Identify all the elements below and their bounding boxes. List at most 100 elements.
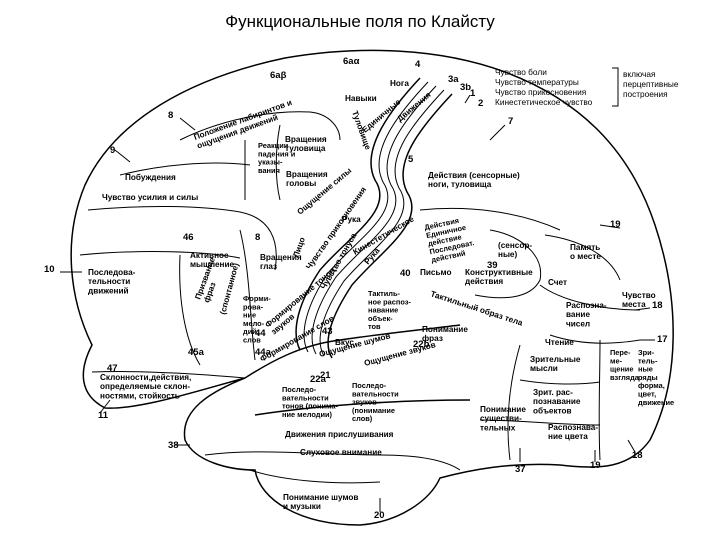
region-label-line: Распознава-: [548, 423, 598, 432]
area-number-11: 11: [98, 410, 109, 421]
region-label-line: головы: [286, 179, 316, 188]
area-number-6ab: 6аβ: [270, 70, 287, 81]
region-label-pismo: Письмо: [420, 268, 451, 277]
region-label-line: Распозна-: [566, 301, 607, 310]
region-label-line: тельных: [480, 423, 516, 432]
area-number-5: 5: [408, 154, 414, 165]
region-label-ponimanie-sushchestvitelnykh: Пониманиесуществи-тельных: [480, 405, 526, 432]
occipital-border-e: [508, 345, 520, 460]
region-label-line: Понимание: [422, 325, 468, 334]
temporal-lower-border: [250, 470, 380, 483]
region-label-sensornye: (сенсор-ные): [498, 241, 532, 259]
legend-item: Чувство боли: [495, 67, 547, 77]
region-label-kinesteticheskoe: Кинестетическое: [352, 214, 416, 256]
region-label-line: познавание: [533, 397, 581, 406]
legend-item: Чувство прикосновения: [495, 87, 586, 97]
region-label-posledovatelnosti: Последова-тельностидвижений: [88, 268, 136, 295]
region-label-zritelnye-mysli: Зрительныемысли: [530, 355, 581, 373]
area-number-19-top: 19: [610, 219, 621, 230]
region-label-line: действия: [465, 277, 503, 286]
region-label-noga: Нога: [390, 79, 409, 88]
region-label-line: Чувство: [622, 291, 656, 300]
region-label-line: вания: [258, 166, 280, 175]
region-label-line: ные): [498, 250, 517, 259]
region-label-line: Чувство усилия и силы: [102, 193, 198, 202]
region-label-zritelnye-ryady: Зри-тель-ныерядыформа,цвет,движение: [638, 348, 674, 407]
area-number-20: 20: [374, 510, 385, 521]
region-label-line: ние цвета: [548, 432, 588, 441]
region-label-schet: Счет: [548, 278, 567, 287]
region-label-pomoshch-spontannaya: (спонтанное): [218, 262, 240, 316]
region-label-peremeshchenie-vzglyada: Пере-ме-щениевзгляда: [610, 348, 640, 382]
region-label-line: Зрит. рас-: [533, 388, 573, 397]
region-label-line: чисел: [566, 319, 590, 328]
region-label-line: Движения прислушивания: [285, 430, 394, 439]
area-number-8-mid: 8: [255, 232, 260, 243]
region-label-line: Слуховое внимание: [300, 448, 382, 457]
region-label-line: Конструктивные: [465, 268, 533, 277]
region-label-line: Понимание: [480, 405, 526, 414]
region-label-line: движений: [88, 286, 129, 295]
region-label-line: (сенсор-: [498, 241, 532, 250]
region-label-line: (спонтанное): [218, 262, 240, 316]
region-label-line: Последова-: [88, 268, 136, 277]
region-label-line: туловища: [285, 144, 326, 153]
region-label-deystviya-sensornye: Действия (сенсорные)ноги, туловища: [428, 171, 520, 189]
legend-note-line: перцептивные: [623, 79, 679, 89]
region-label-sklonnosti: Склонности,действия,определяемые склон-н…: [100, 373, 191, 400]
area-number-9: 9: [110, 145, 115, 156]
region-label-line: Понимание шумов: [283, 493, 358, 502]
region-label-line: Действия (сенсорные): [428, 171, 520, 180]
region-label-raspoznavanie-tsveta: Распознава-ние цвета: [548, 423, 598, 441]
region-label-line: Зрительные: [530, 355, 581, 364]
region-label-deystviya-edinichnoe: ДействияЕдиничноедействиеПоследоват.дейс…: [424, 214, 477, 265]
region-label-line: тов: [368, 322, 381, 331]
area-number-17: 17: [657, 334, 668, 345]
occipital-border-c: [520, 380, 600, 384]
region-label-line: Вращения: [286, 170, 328, 179]
legend-bracket: [612, 68, 618, 106]
region-label-dvizheniya-prislushivaniya: Движения прислушивания: [285, 430, 394, 439]
area-number-7: 7: [508, 116, 513, 127]
area-number-10: 10: [44, 264, 55, 275]
region-label-line: Нога: [390, 79, 409, 88]
legend-note-line: включая: [623, 69, 655, 79]
region-label-line: тельности: [88, 277, 130, 286]
region-label-line: места: [622, 300, 646, 309]
area-number-1: 1: [470, 88, 476, 99]
area-number-38: 38: [168, 440, 179, 451]
legend-item: Чувство температуры: [495, 77, 579, 87]
legend-note-line: построения: [623, 89, 668, 99]
region-label-line: слов): [352, 414, 373, 423]
region-label-vrashcheniya-glaz: Вращенияглаз: [260, 253, 302, 271]
region-label-line: ностями, стойкость: [100, 391, 180, 400]
region-label-taktilnoe-raspoznavanie: Тактиль-ное распоз-наваниеобъек-тов: [368, 289, 411, 331]
region-label-chuvstvo-usiliya: Чувство усилия и силы: [102, 193, 198, 202]
region-label-line: глаз: [260, 262, 277, 271]
region-label-line: взгляда: [610, 373, 640, 382]
region-label-line: слов: [243, 336, 261, 345]
region-label-line: существи-: [480, 414, 522, 423]
area-number-6a-alpha: 6аα: [343, 56, 360, 67]
region-label-line: о месте: [570, 252, 601, 261]
region-label-line: определяемые склон-: [100, 382, 190, 391]
area-number-46: 46: [183, 232, 194, 243]
area-number-3a: 3а: [448, 74, 459, 85]
occipital-border-b: [599, 340, 600, 460]
region-label-line: Письмо: [420, 268, 451, 277]
region-label-line: Кинестетическое: [352, 214, 416, 256]
region-label-chtenie: Чтение: [545, 338, 574, 347]
area-number-45a: 45а: [188, 347, 205, 358]
region-label-slukhovoe-vnimanie: Слуховое внимание: [300, 448, 382, 457]
area-number-8-top: 8: [168, 110, 173, 121]
area-number-18-bottom: 18: [632, 450, 643, 461]
region-label-line: Тактильный образ тела: [429, 288, 524, 327]
region-label-line: движение: [638, 398, 674, 407]
region-label-ponimanie-fraz: Пониманиефраз: [422, 325, 468, 343]
